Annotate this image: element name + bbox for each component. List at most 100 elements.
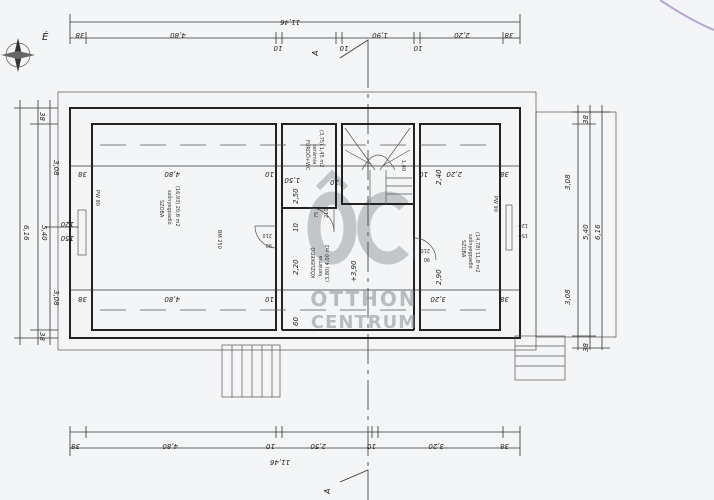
section-line-a: A A bbox=[311, 39, 369, 500]
right-overall-dim: 6,16 bbox=[594, 224, 602, 240]
outside-stairs bbox=[221, 335, 566, 398]
bottom-dim-3: 10 bbox=[266, 442, 275, 450]
right-room-height-top: 2,40 bbox=[435, 169, 443, 185]
right-door-width: 90 bbox=[424, 256, 430, 262]
bottom-overall-dim: 11,46 bbox=[269, 458, 290, 466]
left-middle-dim: 5,40 bbox=[40, 225, 48, 241]
stamp-fragment bbox=[659, 0, 714, 31]
bottom-dim-5: 10 bbox=[367, 442, 376, 450]
top-dim-8: 38 bbox=[504, 31, 513, 39]
left-room-width-top: 4,80 bbox=[164, 170, 180, 178]
right-room-door bbox=[413, 237, 437, 261]
bottom-dim-7: 38 bbox=[500, 442, 509, 450]
wc-door-height: 210 bbox=[324, 208, 330, 218]
otthon-centrum-watermark: OTTHON CENTRUM bbox=[310, 287, 417, 333]
watermark-line1: OTTHON bbox=[310, 287, 417, 311]
hall-floor: kerámia bbox=[317, 256, 324, 276]
section-label-bottom: A bbox=[323, 489, 332, 495]
watermark-line2: CENTRUM bbox=[311, 312, 417, 333]
top-dim-4: 10 bbox=[339, 44, 348, 52]
top-dim-2: 4,80 bbox=[170, 31, 186, 39]
right-door-height: 210 bbox=[420, 247, 430, 253]
left-door-width: 90 bbox=[266, 242, 272, 248]
right-window bbox=[505, 204, 513, 251]
staircase: 1,40 bbox=[344, 127, 412, 204]
left-dimension-chain: 6,16 5,40 38 3,08 120 150 3,08 38 bbox=[14, 100, 78, 345]
right-room-window: PW 90 bbox=[492, 196, 498, 212]
top-dim-3: 10 bbox=[273, 44, 282, 52]
north-compass-icon: É bbox=[1, 30, 49, 72]
left-room-name: SZOBA bbox=[158, 200, 164, 218]
hall-room: KÖZLEKEDŐ kerámia (3,80) 4,00 m2 +3,90 2… bbox=[262, 223, 358, 326]
right-room-floor: szőnyegpadló bbox=[467, 234, 474, 269]
bottom-dimension-chain: 38 4,80 10 2,50 10 3,20 38 11,46 bbox=[69, 426, 521, 466]
bottom-dim-4: 2,50 bbox=[310, 442, 326, 450]
left-dim-2: 3,08 bbox=[52, 160, 60, 176]
top-dimension-chain: 11,46 38 4,80 10 10 1,90 10 2,20 38 bbox=[69, 14, 521, 52]
right-room-width-bottom: 3,20 bbox=[430, 295, 446, 303]
left-overall-dim: 6,16 bbox=[22, 225, 30, 241]
eave-outline bbox=[57, 91, 537, 351]
hall-height: 2,20 bbox=[292, 259, 300, 275]
left-room-window: PW 90 bbox=[94, 190, 100, 206]
section-label-top: A bbox=[311, 51, 320, 57]
left-dim-4: 150 bbox=[60, 234, 74, 242]
right-room: SZOBA szőnyegpadló (14,78) 11,8 m2 PW 90… bbox=[419, 169, 528, 303]
left-inner-wall-bottom: 10 bbox=[265, 295, 274, 303]
hall-bottom: 60 bbox=[292, 317, 300, 326]
left-dim-6: 38 bbox=[38, 332, 46, 341]
wc-name: FÜRDŐ+WC bbox=[304, 140, 311, 171]
right-dimension-chain: 3,08 5,40 6,16 3,08 38 38 bbox=[564, 105, 610, 352]
right-room-width-top: 2,20 bbox=[446, 170, 462, 178]
hall-area: (3,80) 4,00 m2 bbox=[325, 245, 331, 282]
left-door-height: 210 bbox=[262, 232, 272, 238]
left-room-door bbox=[254, 225, 277, 249]
right-dim-top: 38 bbox=[582, 115, 590, 124]
left-room: SZOBA szőnyegpadló (16,93) 20,8 m2 BM 25… bbox=[78, 170, 274, 303]
top-dim-6: 10 bbox=[413, 44, 422, 52]
wc-area: (3,75) 1,45 m2 bbox=[318, 130, 324, 167]
right-middle-dim: 5,40 bbox=[582, 224, 590, 240]
right-dim-2: 3,08 bbox=[564, 289, 572, 305]
wc-width: 1,50 bbox=[284, 176, 300, 184]
left-wall-bottom: 38 bbox=[78, 295, 87, 303]
right-wall-top: 38 bbox=[500, 170, 509, 178]
top-dim-5: 1,90 bbox=[372, 31, 388, 39]
wc-floor: kerámia bbox=[311, 144, 318, 164]
right-window-width: 120 bbox=[518, 222, 528, 228]
stair-label: 1,40 bbox=[400, 160, 406, 171]
left-dim-5: 3,08 bbox=[52, 290, 60, 306]
wc-wall: 10 bbox=[330, 178, 339, 186]
top-dim-7: 2,20 bbox=[454, 31, 470, 39]
top-overall-dim: 11,46 bbox=[279, 18, 300, 26]
right-room-height-bottom: 2,90 bbox=[435, 269, 443, 285]
left-room-floor: szőnyegpadló bbox=[166, 190, 173, 225]
north-label: É bbox=[42, 30, 49, 43]
hall-wall: 10 bbox=[292, 223, 300, 232]
hall-level: +3,90 bbox=[350, 260, 358, 282]
left-wall-top: 38 bbox=[78, 170, 87, 178]
bottom-dim-6: 3,20 bbox=[428, 442, 444, 450]
hall-name: KÖZLEKEDŐ bbox=[310, 247, 317, 278]
right-inner-wall: 10 bbox=[419, 170, 428, 178]
left-window bbox=[77, 209, 87, 256]
right-dim-bottom: 38 bbox=[582, 343, 590, 352]
left-inner-wall-top: 10 bbox=[265, 170, 274, 178]
walls bbox=[69, 107, 521, 339]
bottom-dim-1: 38 bbox=[71, 442, 80, 450]
wc-height: 2,50 bbox=[292, 188, 300, 204]
right-room-area: (14,78) 11,8 m2 bbox=[474, 232, 480, 273]
top-dim-1: 38 bbox=[75, 31, 84, 39]
right-wall-bottom: 38 bbox=[500, 295, 509, 303]
left-dim-3: 120 bbox=[60, 220, 74, 228]
left-room-area: (16,93) 20,8 m2 bbox=[174, 186, 180, 227]
right-room-name: SZOBA bbox=[460, 240, 466, 258]
right-dim-1: 3,08 bbox=[564, 174, 572, 190]
bottom-dim-2: 4,80 bbox=[162, 442, 178, 450]
left-dim-1: 38 bbox=[38, 112, 46, 121]
wc-room: FÜRDŐ+WC kerámia (3,75) 1,45 m2 1,50 2,5… bbox=[284, 130, 339, 218]
left-room-width-bottom: 4,80 bbox=[164, 295, 180, 303]
left-room-ceiling: BM 250 bbox=[216, 230, 222, 249]
